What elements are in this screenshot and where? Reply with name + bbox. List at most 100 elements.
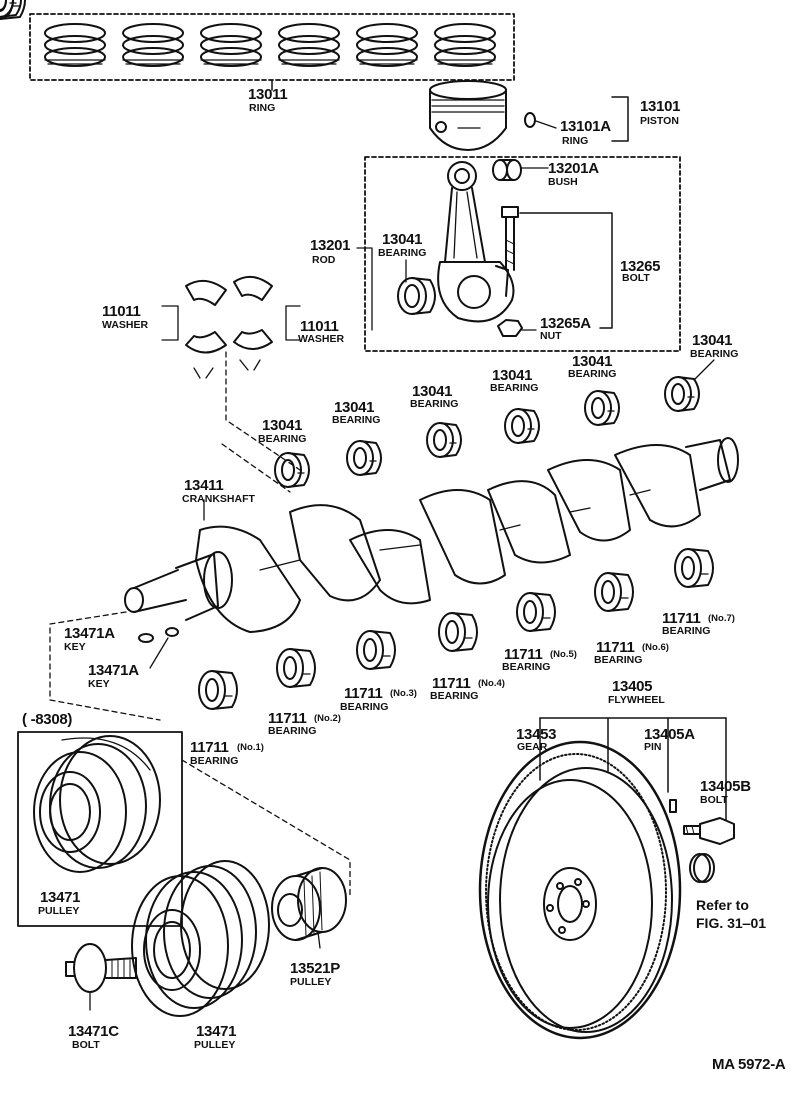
piston-ring-set-icon <box>29 13 515 81</box>
crank-bolt-name: BOLT <box>72 1039 100 1051</box>
rod-name: ROD <box>312 254 336 266</box>
washer-right-name: WASHER <box>298 333 345 345</box>
washer-right-number: 11011 <box>300 318 339 335</box>
pin-number: 13405A <box>644 726 695 743</box>
old-pulley-name: PULLEY <box>38 905 80 917</box>
main-bearing-number: 11711 <box>662 610 701 627</box>
rod-number: 13201 <box>310 237 351 254</box>
crank-bolt-number: 13471C <box>68 1023 119 1040</box>
crank-bolt-icon <box>65 943 137 1011</box>
upper-bearing-name: BEARING <box>332 414 381 426</box>
timing-pulley-name: PULLEY <box>290 976 332 988</box>
piston-ring-name: RING <box>562 135 589 147</box>
upper-bearing-name: BEARING <box>410 398 459 410</box>
main-bearing-number: 11711 <box>596 639 635 656</box>
main-bearing-name: BEARING <box>268 725 317 737</box>
ring-name: RING <box>249 102 276 114</box>
flywheel-bolt-icon <box>683 817 735 845</box>
main-bearing-position: (No.7) <box>708 613 735 624</box>
upper-bearing-number: 13041 <box>492 367 533 384</box>
main-bearing-number: 11711 <box>432 675 471 692</box>
flywheel-name: FLYWHEEL <box>608 694 665 706</box>
refer-line2: FIG. 31‒01 <box>696 915 767 931</box>
upper-bearing-number: 13041 <box>572 353 613 370</box>
bush-icon <box>492 159 549 181</box>
flywheel-number: 13405 <box>612 678 653 695</box>
washer-left-number: 11011 <box>102 303 141 320</box>
main-bearing-name: BEARING <box>662 625 711 637</box>
rod-bearing-number: 13041 <box>382 231 423 248</box>
piston-ring-clip-icon <box>524 112 557 129</box>
timing-pulley-icon <box>271 867 347 949</box>
thrust-washer-left-icon <box>185 279 227 379</box>
old-pulley-number: 13471 <box>40 889 81 906</box>
bush-number: 13201A <box>548 160 599 177</box>
pulley-name: PULLEY <box>194 1039 236 1051</box>
piston-icon <box>429 80 507 151</box>
upper-bearing-name: BEARING <box>490 382 539 394</box>
flywheel-ref-part-icon <box>689 853 715 883</box>
connecting-rod-icon <box>437 161 515 323</box>
flywheel-pin-icon <box>669 799 677 813</box>
main-bearing-name: BEARING <box>594 654 643 666</box>
refer-line1: Refer to <box>696 897 749 913</box>
pulley-number: 13471 <box>196 1023 237 1040</box>
upper-bearing-number: 13041 <box>262 417 303 434</box>
key-b-name: KEY <box>88 678 110 690</box>
main-bearings-icon <box>0 0 714 710</box>
old-pulley-icon <box>33 735 161 873</box>
bush-name: BUSH <box>548 176 578 188</box>
fly-bolt-number: 13405B <box>700 778 751 795</box>
key-a-number: 13471A <box>64 625 115 642</box>
crankshaft-number: 13411 <box>184 477 224 494</box>
timing-pulley-number: 13521P <box>290 960 340 977</box>
main-bearing-name: BEARING <box>340 701 389 713</box>
pin-name: PIN <box>644 741 662 753</box>
main-bearing-position: (No.4) <box>478 678 505 689</box>
gear-name: GEAR <box>517 741 548 753</box>
ring-number: 13011 <box>248 86 288 103</box>
main-bearing-name: BEARING <box>430 690 479 702</box>
crankshaft-name: CRANKSHAFT <box>182 493 255 505</box>
main-bearing-number: 11711 <box>190 739 229 756</box>
pulley-date-range: ( -8308) <box>22 711 73 728</box>
thrust-washer-right-icon <box>233 275 273 371</box>
main-bearing-number: 11711 <box>268 710 307 727</box>
rod-bearing-name: BEARING <box>378 247 427 259</box>
flywheel-icon <box>478 740 682 1040</box>
main-bearing-number: 11711 <box>344 685 383 702</box>
upper-bearing-name: BEARING <box>568 368 617 380</box>
main-bearing-position: (No.5) <box>550 649 577 660</box>
crank-pulley-icon <box>131 860 270 1017</box>
key-a-name: KEY <box>64 641 86 653</box>
main-bearing-position: (No.6) <box>642 642 669 653</box>
rod-nut-number: 13265A <box>540 315 591 332</box>
crank-keys-icon <box>138 627 179 669</box>
crankshaft-icon <box>124 437 739 633</box>
upper-bearing-number: 13041 <box>412 383 453 400</box>
piston-ring-number: 13101A <box>560 118 611 135</box>
main-bearing-position: (No.1) <box>237 742 264 753</box>
main-bearing-name: BEARING <box>502 661 551 673</box>
fly-bolt-name: BOLT <box>700 794 728 806</box>
rod-bearing-icon <box>397 259 436 315</box>
upper-bearing-name: BEARING <box>258 433 307 445</box>
gear-number: 13453 <box>516 726 557 743</box>
rod-bolt-icon <box>501 206 613 329</box>
figure-code: MA 5972-A <box>712 1056 786 1073</box>
main-bearing-position: (No.3) <box>390 688 417 699</box>
upper-bearing-number: 13041 <box>334 399 375 416</box>
upper-bearing-number: 13041 <box>692 332 733 349</box>
washer-left-name: WASHER <box>102 319 149 331</box>
rod-nut-name: NUT <box>540 330 562 342</box>
main-bearing-name: BEARING <box>190 755 239 767</box>
rod-bolt-number: 13265 <box>620 258 661 275</box>
main-bearing-number: 11711 <box>504 646 543 663</box>
upper-bearing-name: BEARING <box>690 348 739 360</box>
piston-number: 13101 <box>640 98 681 115</box>
rod-nut-icon <box>497 319 537 337</box>
rod-bolt-name: BOLT <box>622 272 650 284</box>
main-bearing-position: (No.2) <box>314 713 341 724</box>
